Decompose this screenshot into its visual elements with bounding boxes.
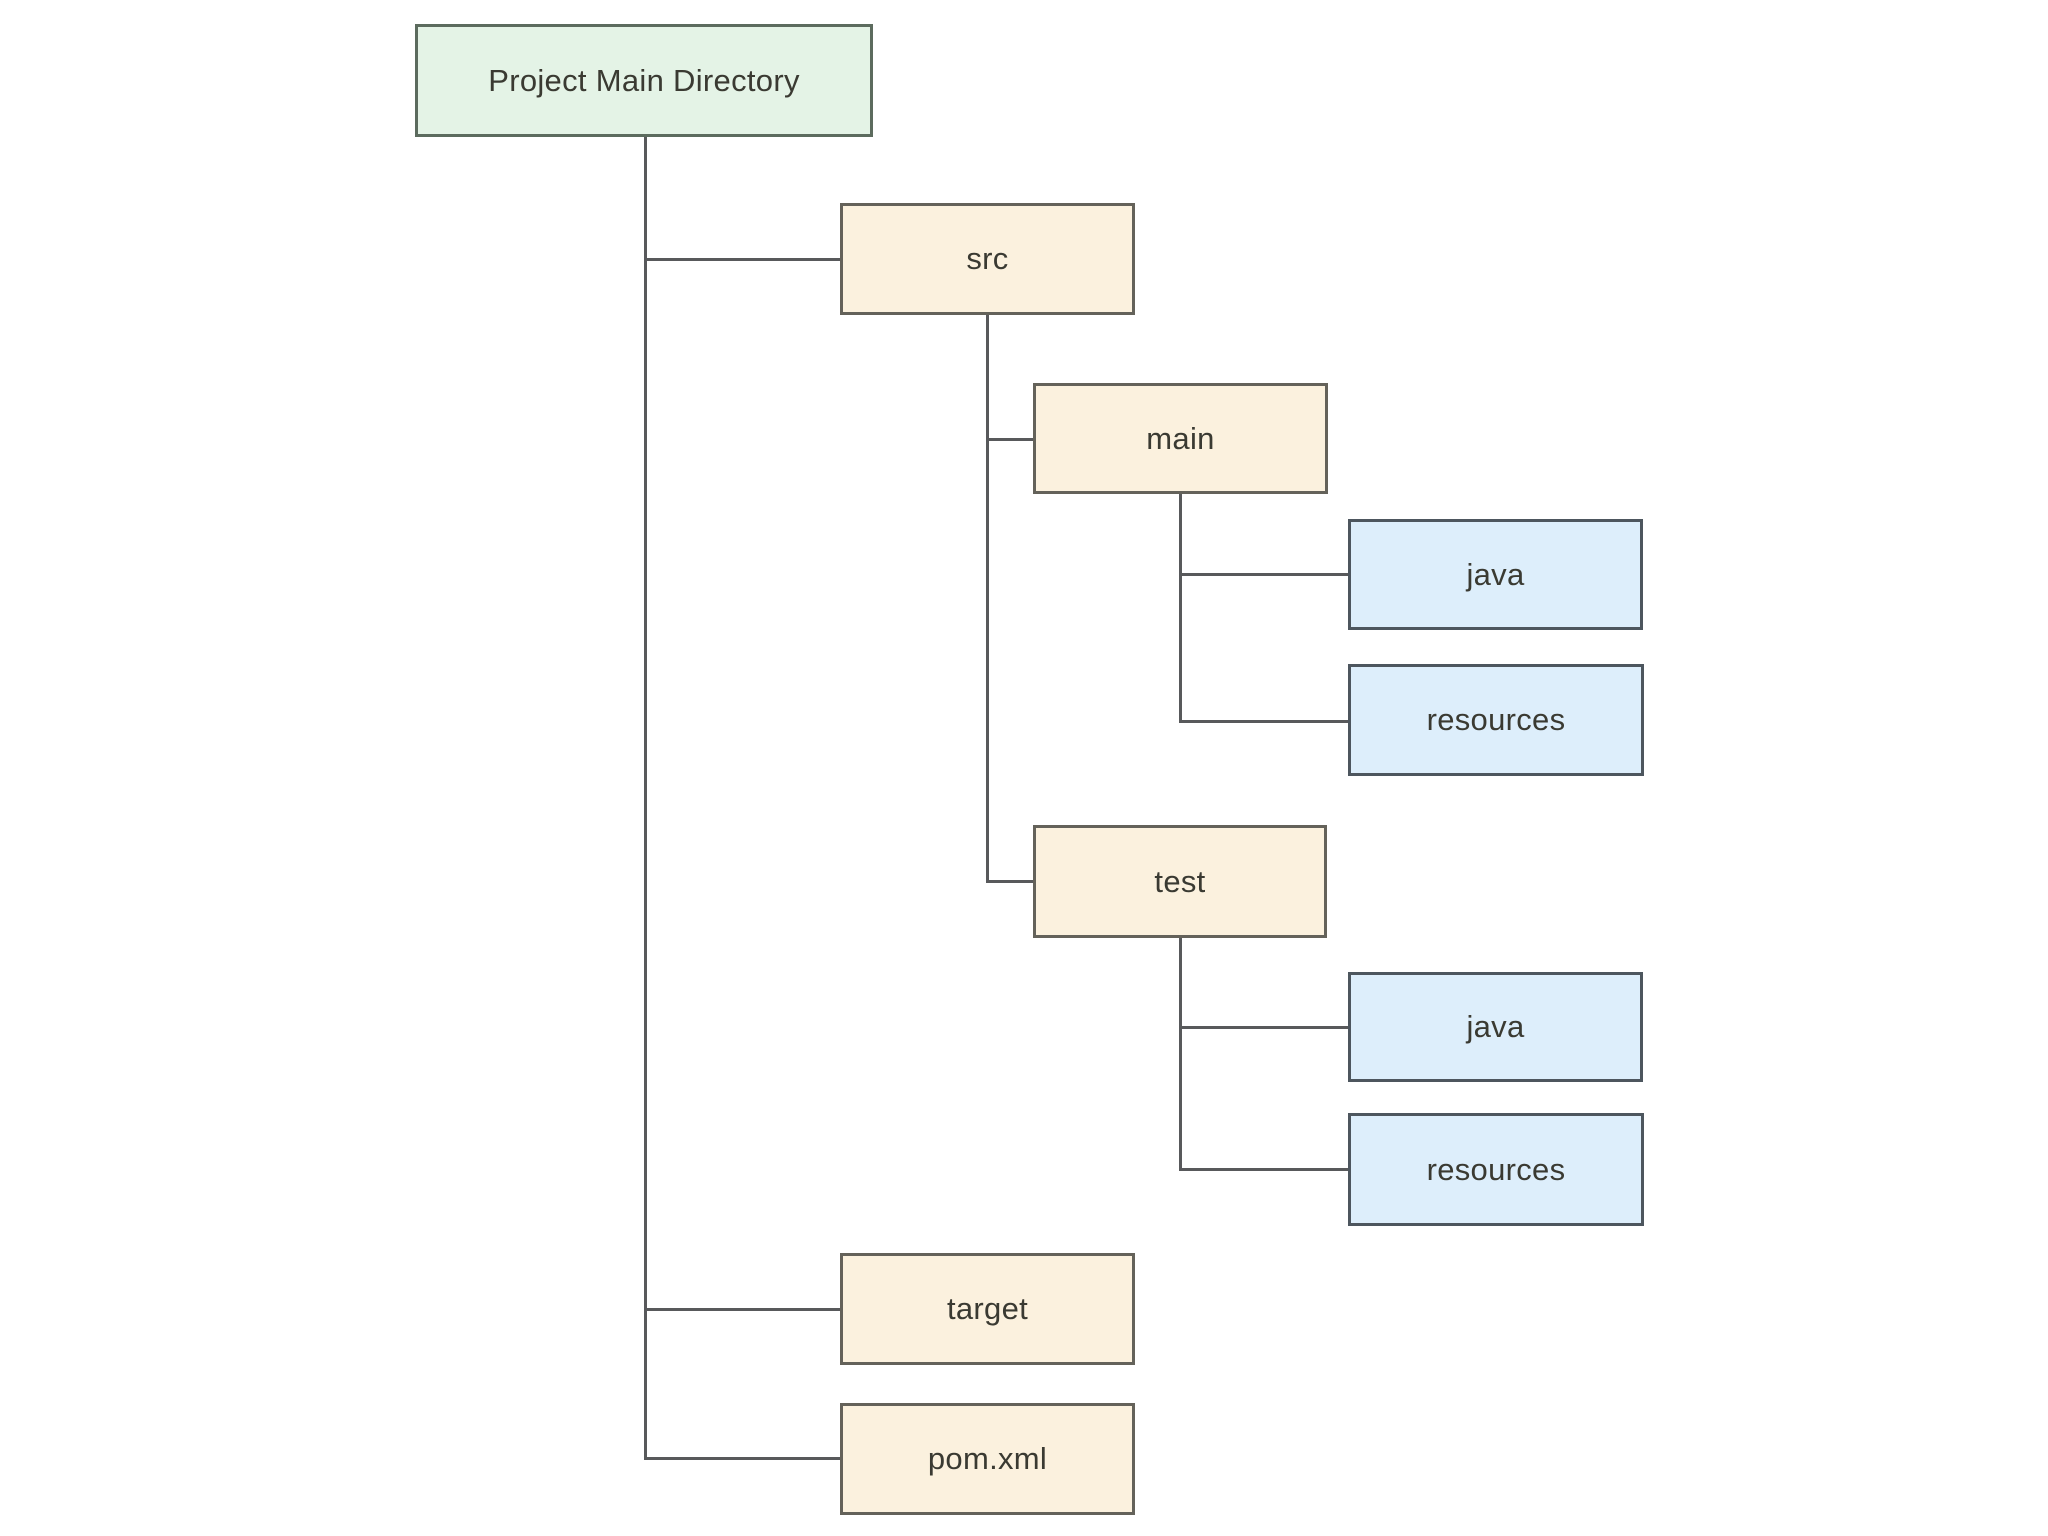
node-pom-xml: pom.xml: [840, 1403, 1135, 1515]
node-main-java-label: java: [1466, 556, 1525, 592]
connector-branch-test-resources: [1179, 1168, 1348, 1171]
connector-branch-test-java: [1179, 1026, 1348, 1029]
connector-trunk-root: [644, 137, 647, 1460]
node-test-resources: resources: [1348, 1113, 1644, 1226]
connector-branch-main-resources: [1179, 720, 1348, 723]
connector-branch-pom-xml: [644, 1457, 840, 1460]
node-main-resources: resources: [1348, 664, 1644, 776]
node-main-java: java: [1348, 519, 1643, 630]
node-target-label: target: [946, 1291, 1029, 1326]
connector-trunk-test: [1179, 938, 1182, 1171]
connector-branch-target: [644, 1308, 840, 1311]
node-pom-xml-label: pom.xml: [927, 1441, 1048, 1476]
node-main-resources-label: resources: [1426, 702, 1566, 737]
node-project-main-directory-label: Project Main Directory: [488, 62, 800, 98]
node-test-java-label: java: [1466, 1009, 1525, 1044]
node-project-main-directory: Project Main Directory: [415, 24, 873, 137]
node-main: main: [1033, 383, 1328, 494]
node-target: target: [840, 1253, 1135, 1365]
connector-branch-test: [986, 880, 1033, 883]
node-test-resources-label: resources: [1426, 1151, 1566, 1187]
node-test: test: [1033, 825, 1327, 938]
node-src-label: src: [966, 241, 1009, 276]
node-test-java: java: [1348, 972, 1643, 1082]
connector-trunk-main: [1179, 494, 1182, 723]
node-test-label: test: [1154, 863, 1206, 899]
node-main-label: main: [1146, 420, 1215, 456]
connector-branch-main: [986, 438, 1033, 441]
connector-branch-main-java: [1179, 573, 1348, 576]
connector-branch-src: [644, 258, 840, 261]
connector-trunk-src: [986, 315, 989, 883]
node-src: src: [840, 203, 1135, 315]
